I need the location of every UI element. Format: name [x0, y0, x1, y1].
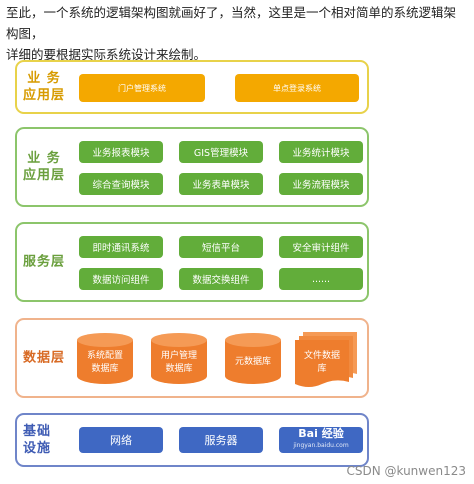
database-icon	[151, 333, 207, 384]
intro-line-1: 至此，一个系统的逻辑架构图就画好了，当然，这里是一个相对简单的系统逻辑架构图，	[6, 5, 457, 41]
form-module-box: 业务表单模块	[179, 173, 263, 195]
sso-system-box: 单点登录系统	[235, 74, 359, 102]
intro-text: 至此，一个系统的逻辑架构图就画好了，当然，这里是一个相对简单的系统逻辑架构图， …	[6, 2, 468, 65]
access-layer: 业 务 应用层 门户管理系统 单点登录系统	[15, 60, 369, 114]
business-layer: 业 务 应用层 业务报表模块 GIS管理模块 业务统计模块 综合查询模块 业务表…	[15, 127, 369, 207]
data-layer: 数据层 系统配置 数据库 用户管理 数据库 元数据库 文件数据 库	[15, 318, 369, 398]
data-exchange-box: 数据交换组件	[179, 268, 263, 290]
sms-platform-box: 短信平台	[179, 236, 263, 258]
more-components-box: ......	[279, 268, 363, 290]
query-module-box: 综合查询模块	[79, 173, 163, 195]
server-box: 服务器	[179, 427, 263, 453]
statistics-module-box: 业务统计模块	[279, 141, 363, 163]
file-db-label: 文件数据 库	[303, 351, 340, 374]
file-db-stack: 文件数据 库	[293, 330, 359, 387]
access-layer-label: 业 务 应用层	[23, 71, 66, 103]
service-layer-label: 服务层	[23, 254, 66, 270]
report-module-box: 业务报表模块	[79, 141, 163, 163]
config-db-cylinder: 系统配置 数据库	[75, 332, 135, 386]
metadata-db-cylinder: 元数据库	[223, 332, 283, 386]
csdn-watermark: CSDN @kunwen123	[346, 464, 466, 478]
business-layer-label: 业 务 应用层	[23, 151, 66, 183]
config-db-label: 系统配置 数据库	[86, 351, 123, 374]
infrastructure-layer-label: 基础 设施	[23, 424, 52, 456]
gis-module-box: GIS管理模块	[179, 141, 263, 163]
im-system-box: 即时通讯系统	[79, 236, 163, 258]
metadata-db-label: 元数据库	[234, 357, 271, 367]
baidu-watermark-url: jingyan.baidu.com	[293, 442, 349, 449]
database-icon	[77, 333, 133, 384]
intro-line-2: 详细的要根据实际系统设计来绘制。	[6, 47, 207, 62]
baidu-watermark-text: Bai 经验	[298, 427, 344, 440]
database-icon	[225, 333, 281, 384]
baidu-watermark-box: Bai 经验 jingyan.baidu.com	[279, 427, 363, 453]
document-stack-icon	[295, 332, 357, 387]
infrastructure-layer: 基础 设施 网络 服务器 Bai 经验 jingyan.baidu.com	[15, 413, 369, 467]
network-box: 网络	[79, 427, 163, 453]
data-access-box: 数据访问组件	[79, 268, 163, 290]
user-db-cylinder: 用户管理 数据库	[149, 332, 209, 386]
security-audit-box: 安全审计组件	[279, 236, 363, 258]
user-db-label: 用户管理 数据库	[160, 351, 197, 374]
service-layer: 服务层 即时通讯系统 短信平台 安全审计组件 数据访问组件 数据交换组件 ...…	[15, 222, 369, 302]
workflow-module-box: 业务流程模块	[279, 173, 363, 195]
data-layer-label: 数据层	[23, 350, 66, 366]
portal-system-box: 门户管理系统	[79, 74, 205, 102]
